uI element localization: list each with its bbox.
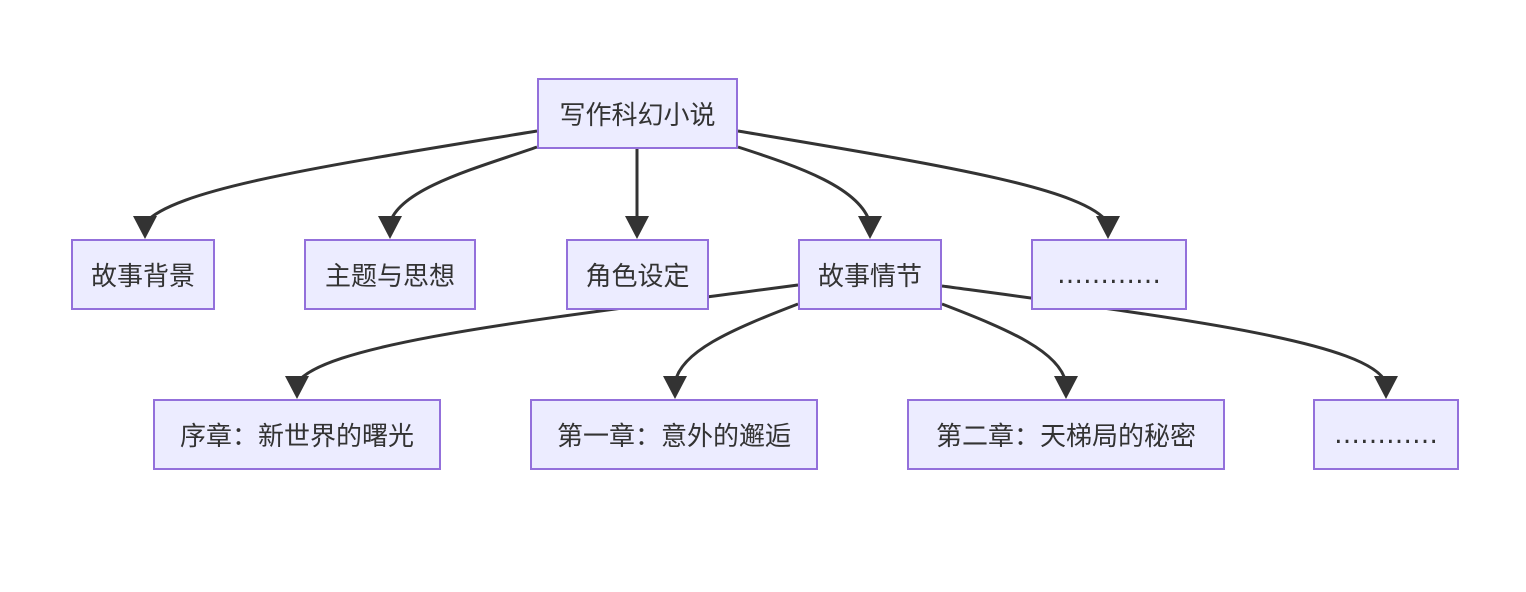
node-root-label: 写作科幻小说 <box>559 101 716 131</box>
node-more-level1: ………… <box>1031 239 1187 310</box>
node-story-background-label: 故事背景 <box>90 262 195 292</box>
edge-root-theme <box>388 145 538 224</box>
edge-root-plot <box>737 145 872 224</box>
edge-root-more <box>737 129 1110 224</box>
node-theme: 主题与思想 <box>304 239 476 310</box>
node-chapter1: 第一章：意外的邂逅 <box>530 399 818 470</box>
node-characters-label: 角色设定 <box>585 262 690 292</box>
edge-root-theme-arrowhead <box>378 216 402 239</box>
edge-root-background <box>143 129 538 224</box>
node-story-background: 故事背景 <box>71 239 215 310</box>
node-plot-label: 故事情节 <box>817 262 922 292</box>
node-characters: 角色设定 <box>566 239 709 310</box>
node-more-level2: ………… <box>1313 399 1459 470</box>
edge-root-background-arrowhead <box>133 216 157 239</box>
node-plot: 故事情节 <box>798 239 942 310</box>
node-more-level2-label: ………… <box>1334 419 1438 450</box>
edge-plot-chapter1-arrowhead <box>663 376 687 399</box>
edge-plot-prologue-arrowhead <box>285 376 309 399</box>
edge-root-characters-arrowhead <box>625 216 649 239</box>
edge-plot-chapter1 <box>673 302 799 384</box>
node-chapter1-label: 第一章：意外的邂逅 <box>556 422 791 452</box>
node-root: 写作科幻小说 <box>537 78 738 149</box>
node-prologue-label: 序章：新世界的曙光 <box>179 422 414 452</box>
edge-root-more-arrowhead <box>1096 216 1120 239</box>
edge-plot-chapter2-arrowhead <box>1054 376 1078 399</box>
node-theme-label: 主题与思想 <box>324 262 455 292</box>
node-more-level1-label: ………… <box>1057 259 1161 290</box>
edge-plot-more-arrowhead <box>1374 376 1398 399</box>
node-chapter2: 第二章：天梯局的秘密 <box>907 399 1225 470</box>
node-chapter2-label: 第二章：天梯局的秘密 <box>935 422 1196 452</box>
edge-plot-chapter2 <box>941 302 1068 384</box>
node-prologue: 序章：新世界的曙光 <box>153 399 441 470</box>
edge-root-plot-arrowhead <box>858 216 882 239</box>
